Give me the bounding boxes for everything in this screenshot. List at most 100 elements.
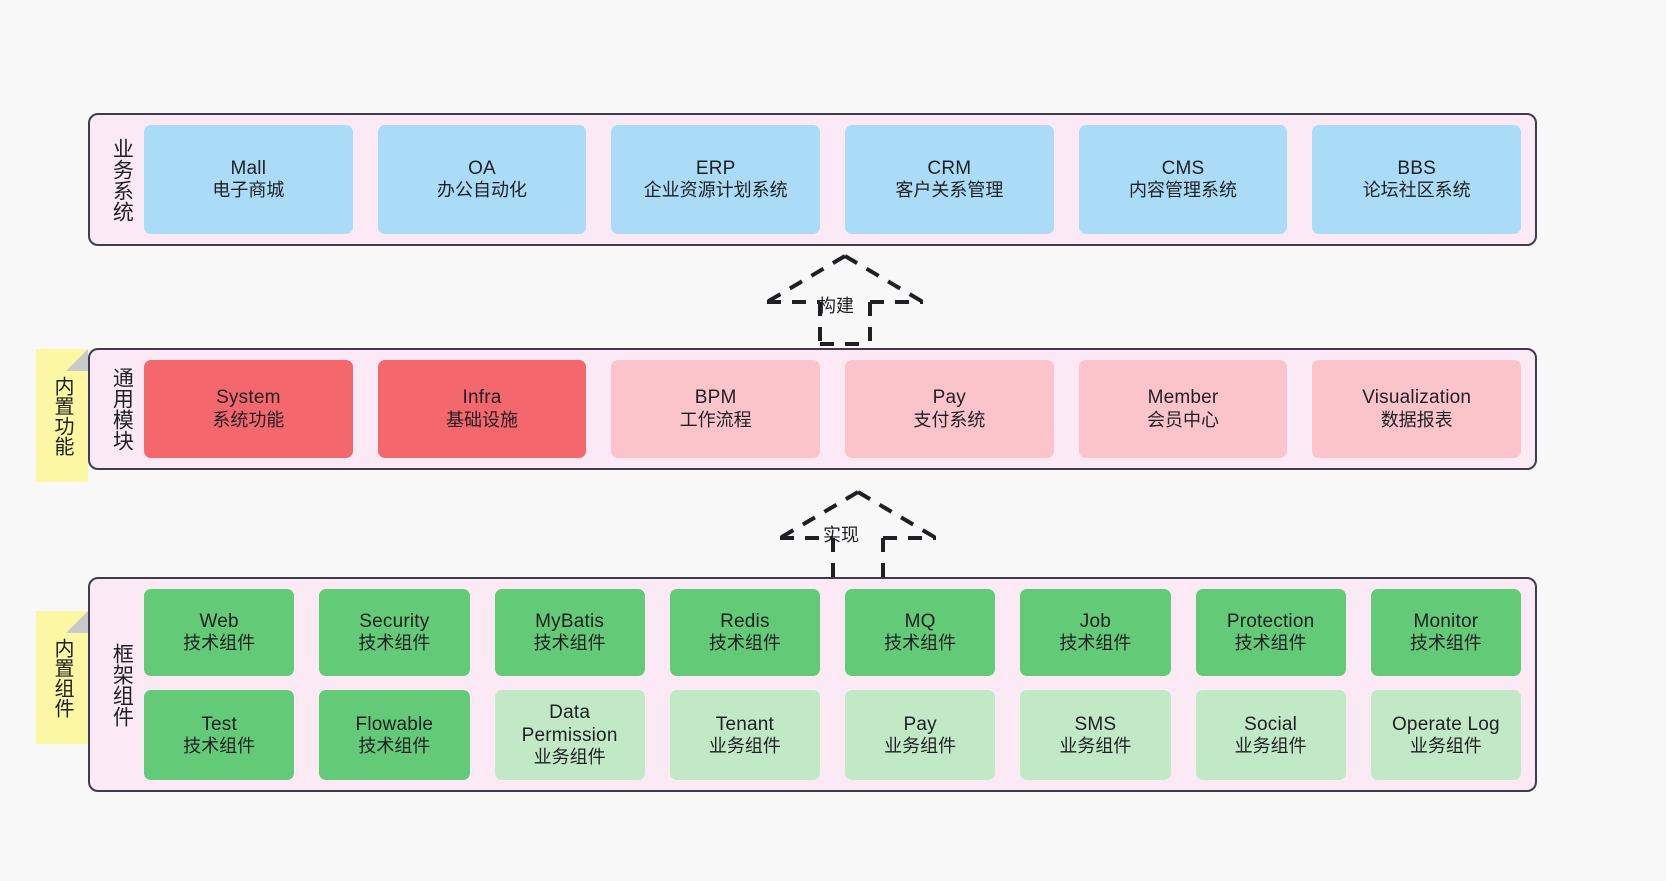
card-mybatis[interactable]: MyBatis 技术组件 xyxy=(494,589,645,677)
card-system[interactable]: System 系统功能 xyxy=(144,360,353,458)
card-subtitle: 工作流程 xyxy=(679,409,752,430)
card-monitor[interactable]: Monitor 技术组件 xyxy=(1370,589,1521,677)
card-sms[interactable]: SMS 业务组件 xyxy=(1020,690,1171,781)
card-title: System xyxy=(216,387,281,409)
card-flowable[interactable]: Flowable 技术组件 xyxy=(319,690,470,781)
card-social[interactable]: Social 业务组件 xyxy=(1195,690,1346,781)
section-framework-components: 框架组件 Web 技术组件 Security 技术组件 MyBatis 技术组件… xyxy=(88,577,1537,792)
card-subtitle: 论坛社区系统 xyxy=(1362,180,1471,201)
card-subtitle: 办公自动化 xyxy=(437,180,527,201)
card-title: Social xyxy=(1244,713,1298,735)
section-business-systems: 业务系统 Mall 电子商城 OA 办公自动化 ERP 企业资源计划系统 CRM… xyxy=(88,113,1537,246)
card-title: CMS xyxy=(1161,157,1205,179)
card-mall[interactable]: Mall 电子商城 xyxy=(144,125,353,234)
card-redis[interactable]: Redis 技术组件 xyxy=(669,589,820,677)
card-title: Flowable xyxy=(355,713,434,735)
card-subtitle: 系统功能 xyxy=(212,409,285,430)
card-crm[interactable]: CRM 客户关系管理 xyxy=(845,125,1054,234)
card-subtitle: 电子商城 xyxy=(212,180,285,201)
card-subtitle: 技术组件 xyxy=(183,633,256,654)
card-subtitle: 内容管理系统 xyxy=(1129,180,1238,201)
sticky-note-label: 内置功能 xyxy=(51,375,73,456)
sticky-note-label: 内置组件 xyxy=(51,637,73,718)
card-subtitle: 业务组件 xyxy=(1059,735,1132,756)
card-title: Job xyxy=(1079,611,1111,633)
card-title: Data Permission xyxy=(521,702,618,747)
card-title: MQ xyxy=(904,611,936,633)
card-title: Protection xyxy=(1226,611,1315,633)
card-subtitle: 业务组件 xyxy=(1409,735,1482,756)
card-title: Test xyxy=(201,713,237,735)
card-member[interactable]: Member 会员中心 xyxy=(1078,360,1288,458)
card-title: BPM xyxy=(694,387,737,409)
card-subtitle: 业务组件 xyxy=(533,747,606,768)
card-bbs[interactable]: BBS 论坛社区系统 xyxy=(1312,125,1522,234)
card-title: CRM xyxy=(927,157,972,179)
card-pay-component[interactable]: Pay 业务组件 xyxy=(845,690,996,781)
card-subtitle: 技术组件 xyxy=(358,633,431,654)
card-row: Mall 电子商城 OA 办公自动化 ERP 企业资源计划系统 CRM 客户关系… xyxy=(144,125,1522,234)
card-erp[interactable]: ERP 企业资源计划系统 xyxy=(611,125,821,234)
card-subtitle: 技术组件 xyxy=(533,633,606,654)
card-subtitle: 业务组件 xyxy=(1234,735,1307,756)
card-subtitle: 会员中心 xyxy=(1147,409,1220,430)
card-security[interactable]: Security 技术组件 xyxy=(319,589,470,677)
card-cms[interactable]: CMS 内容管理系统 xyxy=(1078,125,1288,234)
card-subtitle: 技术组件 xyxy=(358,735,431,756)
card-title: ERP xyxy=(695,157,736,179)
connector-label-implement: 实现 xyxy=(823,525,859,545)
card-subtitle: 技术组件 xyxy=(884,633,957,654)
section-label-framework-components: 框架组件 xyxy=(110,642,134,727)
card-subtitle: 技术组件 xyxy=(1059,633,1132,654)
card-web[interactable]: Web 技术组件 xyxy=(144,589,295,677)
card-subtitle: 业务组件 xyxy=(884,735,957,756)
card-oa[interactable]: OA 办公自动化 xyxy=(377,125,587,234)
card-data-permission[interactable]: Data Permission 业务组件 xyxy=(494,690,645,781)
connector-label-build: 构建 xyxy=(818,296,854,316)
card-subtitle: 技术组件 xyxy=(708,633,781,654)
card-subtitle: 技术组件 xyxy=(183,735,256,756)
section-label-business-systems: 业务系统 xyxy=(110,137,134,222)
card-protection[interactable]: Protection 技术组件 xyxy=(1195,589,1346,677)
card-title: Operate Log xyxy=(1391,713,1500,735)
card-title: Pay xyxy=(903,713,937,735)
card-subtitle: 客户关系管理 xyxy=(895,180,1004,201)
card-infra[interactable]: Infra 基础设施 xyxy=(377,360,587,458)
card-subtitle: 基础设施 xyxy=(446,409,518,430)
card-row: Web 技术组件 Security 技术组件 MyBatis 技术组件 Redi… xyxy=(144,589,1521,677)
card-title: Infra xyxy=(462,387,502,409)
card-title: MyBatis xyxy=(535,611,605,633)
card-title: BBS xyxy=(1397,157,1436,179)
card-pay-module[interactable]: Pay 支付系统 xyxy=(845,360,1054,458)
card-subtitle: 数据报表 xyxy=(1380,409,1453,430)
card-title: Member xyxy=(1147,387,1219,409)
card-mq[interactable]: MQ 技术组件 xyxy=(845,589,996,677)
card-title: OA xyxy=(468,157,496,179)
card-title: Mall xyxy=(230,157,267,179)
card-title: Tenant xyxy=(715,713,774,735)
card-row: Test 技术组件 Flowable 技术组件 Data Permission … xyxy=(144,690,1521,781)
card-visualization[interactable]: Visualization 数据报表 xyxy=(1312,360,1522,458)
card-title: Monitor xyxy=(1413,611,1479,633)
card-tenant[interactable]: Tenant 业务组件 xyxy=(669,690,820,781)
card-subtitle: 支付系统 xyxy=(913,409,986,430)
card-title: Pay xyxy=(932,387,967,409)
card-title: Web xyxy=(199,611,239,633)
card-subtitle: 技术组件 xyxy=(1234,633,1307,654)
card-grid-framework-components: Web 技术组件 Security 技术组件 MyBatis 技术组件 Redi… xyxy=(138,589,1521,781)
card-title: Visualization xyxy=(1362,387,1472,409)
card-operate-log[interactable]: Operate Log 业务组件 xyxy=(1370,690,1521,781)
card-title: SMS xyxy=(1074,713,1117,735)
card-test[interactable]: Test 技术组件 xyxy=(144,690,295,781)
card-job[interactable]: Job 技术组件 xyxy=(1020,589,1171,677)
card-title: Security xyxy=(359,611,430,633)
section-common-modules: 通用模块 System 系统功能 Infra 基础设施 BPM 工作流程 Pay… xyxy=(88,348,1537,470)
card-bpm[interactable]: BPM 工作流程 xyxy=(611,360,821,458)
card-row: System 系统功能 Infra 基础设施 BPM 工作流程 Pay 支付系统… xyxy=(144,360,1522,458)
card-subtitle: 技术组件 xyxy=(1409,633,1482,654)
sticky-note-builtin-features: 内置功能 xyxy=(36,349,88,482)
card-subtitle: 企业资源计划系统 xyxy=(643,180,788,201)
card-grid-common-modules: System 系统功能 Infra 基础设施 BPM 工作流程 Pay 支付系统… xyxy=(138,360,1522,458)
card-subtitle: 业务组件 xyxy=(708,735,781,756)
